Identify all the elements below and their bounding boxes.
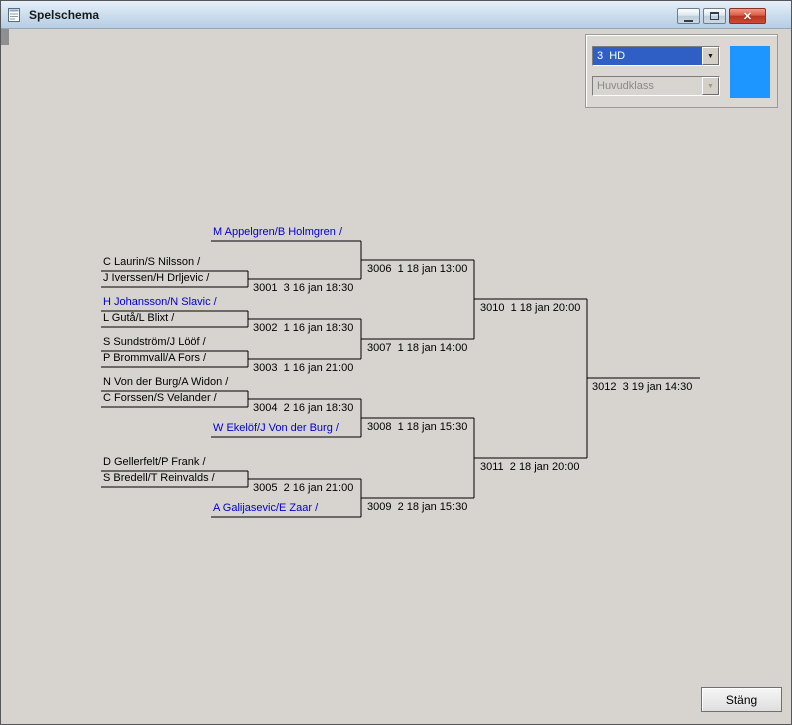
stang-button[interactable]: Stäng bbox=[701, 687, 782, 712]
match-label: 3009 2 18 jan 15:30 bbox=[367, 501, 468, 513]
bracket-team-name: D Gellerfelt/P Frank / bbox=[103, 456, 206, 468]
bracket-team-name: P Brommvall/A Fors / bbox=[103, 352, 207, 364]
chevron-down-icon: ▼ bbox=[702, 77, 719, 95]
match-label: 3001 3 16 jan 18:30 bbox=[253, 282, 354, 294]
bracket-team-name: J Iverssen/H Drljevic / bbox=[103, 272, 210, 284]
match-label: 3006 1 18 jan 13:00 bbox=[367, 263, 468, 275]
class-selector-panel: 3 HD ▼ Huvudklass ▼ bbox=[585, 34, 778, 108]
bracket-team-name: C Forssen/S Velander / bbox=[103, 392, 217, 404]
match-label: 3008 1 18 jan 15:30 bbox=[367, 421, 468, 433]
match-label: 3003 1 16 jan 21:00 bbox=[253, 362, 354, 374]
maximize-icon bbox=[710, 12, 719, 20]
bracket-team-name: S Sundström/J Lööf / bbox=[103, 336, 206, 348]
maximize-button[interactable] bbox=[703, 8, 726, 24]
match-label: 3005 2 16 jan 21:00 bbox=[253, 482, 354, 494]
match-label: 3007 1 18 jan 14:00 bbox=[367, 342, 468, 354]
match-label: 3004 2 16 jan 18:30 bbox=[253, 402, 354, 414]
group-dropdown-value: Huvudklass bbox=[597, 80, 654, 92]
match-label: 3011 2 18 jan 20:00 bbox=[480, 461, 580, 473]
bracket-team-name: C Laurin/S Nilsson / bbox=[103, 256, 201, 268]
bracket-team-name: M Appelgren/B Holmgren / bbox=[213, 226, 343, 238]
bracket-team-name: H Johansson/N Slavic / bbox=[103, 296, 217, 308]
group-dropdown: Huvudklass ▼ bbox=[592, 76, 720, 96]
close-icon: ✕ bbox=[742, 10, 753, 23]
bracket-team-name: L Gutå/L Blixt / bbox=[103, 312, 175, 324]
app-icon bbox=[7, 7, 23, 23]
match-label: 3010 1 18 jan 20:00 bbox=[480, 302, 581, 314]
titlebar: Spelschema ✕ bbox=[1, 1, 791, 29]
class-color-swatch bbox=[730, 46, 770, 98]
window-controls: ✕ bbox=[677, 8, 766, 24]
minimize-icon bbox=[684, 13, 693, 22]
bracket-team-name: N Von der Burg/A Widon / bbox=[103, 376, 229, 388]
bracket-team-name: W Ekelöf/J Von der Burg / bbox=[213, 422, 339, 434]
chevron-down-icon[interactable]: ▼ bbox=[702, 47, 719, 65]
minimize-button[interactable] bbox=[677, 8, 700, 24]
frame-shadow-artifact bbox=[1, 29, 9, 45]
match-label: 3002 1 16 jan 18:30 bbox=[253, 322, 354, 334]
class-dropdown[interactable]: 3 HD ▼ bbox=[592, 46, 720, 66]
window-title: Spelschema bbox=[29, 7, 100, 22]
close-window-button[interactable]: ✕ bbox=[729, 8, 766, 24]
class-dropdown-value: 3 HD bbox=[593, 47, 702, 65]
bracket-team-name: S Bredell/T Reinvalds / bbox=[103, 472, 215, 484]
bracket-team-name: A Galijasevic/E Zaar / bbox=[213, 502, 319, 514]
match-label: 3012 3 19 jan 14:30 bbox=[592, 381, 693, 393]
